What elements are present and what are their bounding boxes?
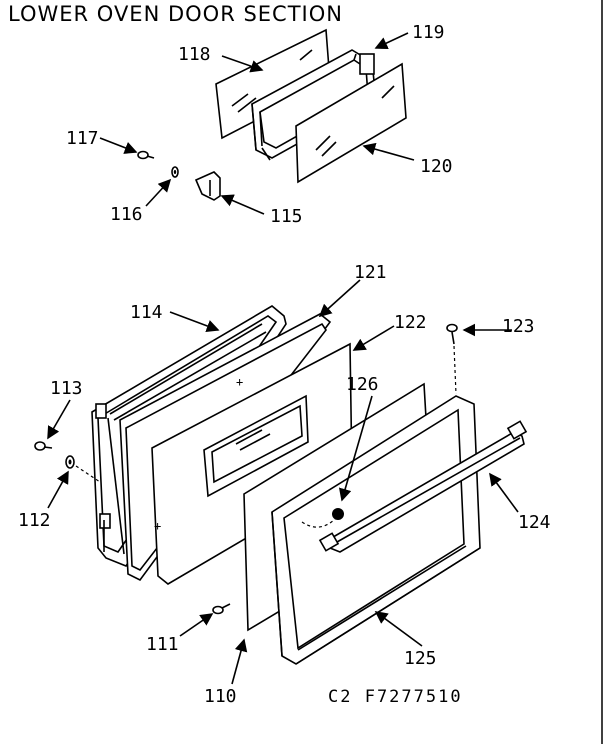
bumper-126: [301, 508, 344, 528]
washer-116: [171, 166, 179, 178]
diagram-title: LOWER OVEN DOOR SECTION: [8, 2, 343, 26]
callout-116: 116: [110, 204, 143, 225]
callout-111: 111: [146, 634, 179, 655]
callout-120: 120: [420, 156, 453, 177]
callout-123: 123: [502, 316, 535, 337]
fastener-mark: +: [154, 519, 161, 533]
callout-114: 114: [130, 302, 163, 323]
callout-121: 121: [354, 262, 387, 283]
callout-117: 117: [66, 128, 99, 149]
washer-112: [65, 455, 101, 483]
screw-117: [137, 150, 155, 160]
callout-126: 126: [346, 374, 379, 395]
callout-112: 112: [18, 510, 51, 531]
glass-pack-119: [251, 49, 377, 161]
screw-123: [446, 323, 458, 395]
fastener-mark: +: [236, 375, 243, 389]
leader-lines: [47, 32, 519, 685]
callout-124: 124: [518, 512, 551, 533]
inner-panel-122: + + +: [151, 342, 353, 585]
callout-113: 113: [50, 378, 83, 399]
callout-110: 110: [204, 686, 237, 707]
bracket-115: [194, 171, 221, 201]
drawing-code: C2 F7277510: [328, 687, 463, 707]
glass-panel-120: [295, 62, 407, 184]
screw-113: [34, 441, 53, 451]
callout-115: 115: [270, 206, 303, 227]
screw-111: [212, 603, 231, 615]
callout-122: 122: [394, 312, 427, 333]
callout-119: 119: [412, 22, 445, 43]
callout-118: 118: [178, 44, 211, 65]
callout-125: 125: [404, 648, 437, 669]
door-handle-124: [318, 420, 528, 553]
